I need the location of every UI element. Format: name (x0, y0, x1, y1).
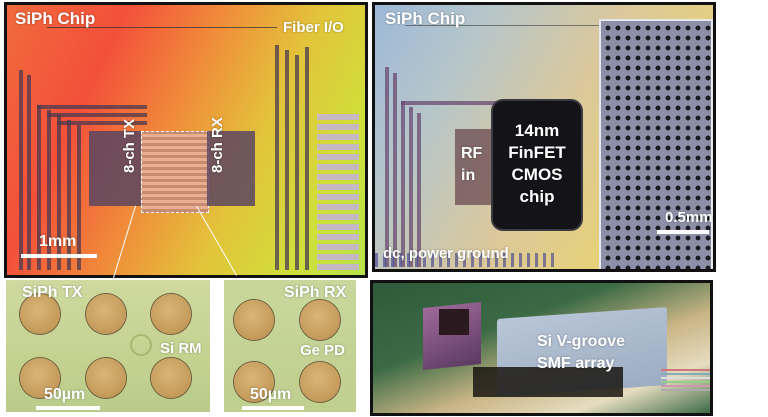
metal-trace (305, 47, 309, 270)
scale-bar-label: 50µm (250, 386, 292, 403)
metal-trace (57, 121, 147, 125)
cmos-label-1: 14nm (514, 121, 560, 140)
metal-trace (409, 107, 413, 267)
bond-pad (234, 300, 274, 340)
metal-trace (67, 120, 71, 270)
fiber (661, 369, 710, 371)
metal-trace (37, 105, 41, 270)
scale-bar (36, 406, 100, 410)
dc-pad-row (375, 253, 555, 267)
fiber (661, 377, 710, 379)
bond-pad (151, 358, 191, 398)
rf-in-label-1: RF (461, 145, 483, 162)
rx-label: 8-ch RX (209, 117, 226, 173)
metal-trace (27, 75, 31, 270)
bond-pad (151, 294, 191, 334)
metal-trace (417, 113, 421, 267)
cmos-chip (493, 101, 581, 229)
fiber-io-label: Fiber I/O (283, 19, 344, 36)
scale-bar-label: 50µm (44, 386, 86, 403)
bond-pad (20, 294, 60, 334)
fiber (661, 381, 710, 383)
metal-trace (405, 25, 605, 26)
siph-chip-micrograph: SiPh Chip Fiber I/O 8-ch TX 8-ch RX 1mm (4, 2, 368, 278)
scale-bar (657, 230, 709, 234)
rf-input-block (455, 129, 495, 205)
cmos-label-3: CMOS (511, 165, 563, 184)
metal-trace (285, 50, 289, 270)
bond-pad (86, 294, 126, 334)
tx-driver-block (89, 131, 144, 206)
panel-title: SiPh RX (284, 284, 347, 301)
metal-trace (19, 70, 23, 270)
metal-trace (47, 27, 277, 28)
cmos-label-4: chip (519, 187, 555, 206)
cmos-die-zoom (599, 19, 713, 269)
rx-block (207, 131, 255, 206)
cmos-label-2: FinFET (508, 143, 566, 162)
metal-trace (401, 101, 501, 105)
scale-bar-label: 1mm (39, 233, 77, 250)
fiber (661, 385, 710, 387)
rf-in-label-2: in (461, 167, 476, 184)
fiber (661, 389, 710, 391)
device-label: Si RM (160, 340, 202, 357)
device-label: Ge PD (300, 342, 346, 359)
v-groove-label-1: Si V-groove (537, 333, 626, 350)
metal-trace (37, 105, 147, 109)
metal-trace (385, 67, 389, 267)
dc-power-ground-label: dc, power ground (383, 245, 509, 262)
v-groove-label-2: SMF array (537, 355, 615, 372)
panel-title: SiPh Chip (385, 9, 466, 28)
metal-trace (401, 101, 405, 267)
metal-trace (275, 45, 279, 270)
metal-trace (57, 115, 61, 270)
ring-modulator (130, 334, 152, 356)
fiber (661, 373, 710, 375)
metal-trace (393, 73, 397, 267)
cmos-die (439, 309, 469, 335)
scale-bar-label: 0.5mm (665, 209, 713, 226)
optical-array (141, 131, 209, 213)
panel-title: SiPh Chip (15, 9, 96, 28)
metal-trace (47, 113, 147, 117)
metal-trace (77, 125, 81, 270)
siph-tx-micrograph: SiPh TX Si RM 50µm (4, 278, 212, 414)
siph-rx-micrograph: SiPh RX Ge PD 50µm (222, 278, 358, 414)
cmos-on-siph-micrograph: SiPh Chip RF in 14nm FinFET CMOS chip dc… (372, 2, 716, 272)
pad-column (317, 110, 359, 270)
scale-bar (21, 254, 97, 258)
panel-title: SiPh TX (22, 284, 83, 301)
metal-trace (47, 110, 51, 270)
scale-bar (242, 406, 304, 410)
adhesive (473, 367, 623, 397)
bond-pad (300, 362, 340, 402)
metal-trace (295, 55, 299, 270)
tx-label: 8-ch TX (121, 118, 138, 173)
package-photo: Si V-groove SMF array (370, 280, 713, 416)
bond-pad (20, 358, 60, 398)
bond-pad (234, 362, 274, 402)
bond-pad (300, 300, 340, 340)
bond-pad (86, 358, 126, 398)
